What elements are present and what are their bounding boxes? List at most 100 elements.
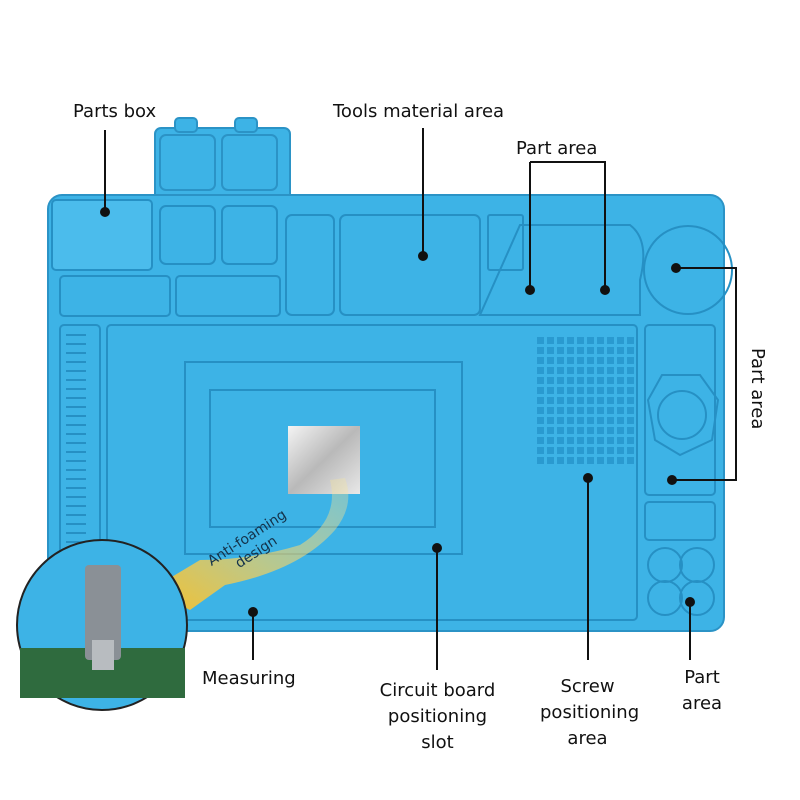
circuit-line2: positioning bbox=[387, 706, 488, 727]
screw-slot bbox=[607, 347, 614, 354]
screw-slot bbox=[627, 367, 634, 374]
screw-slot bbox=[557, 407, 564, 414]
screw-slot bbox=[587, 407, 594, 414]
screw-slot bbox=[577, 457, 584, 464]
screw-slot bbox=[547, 337, 554, 344]
screw-slot bbox=[577, 367, 584, 374]
screw-slot bbox=[627, 357, 634, 364]
screw-line3: area bbox=[567, 728, 608, 749]
screw-slot bbox=[547, 367, 554, 374]
screw-slot bbox=[577, 437, 584, 444]
screw-slot bbox=[567, 407, 574, 414]
screw-slot bbox=[627, 437, 634, 444]
screw-slot bbox=[607, 427, 614, 434]
screw-slot bbox=[587, 377, 594, 384]
screw-slot bbox=[627, 347, 634, 354]
label-part-area-top: Part area bbox=[516, 138, 598, 159]
screw-slot bbox=[537, 347, 544, 354]
screw-slot bbox=[537, 397, 544, 404]
screw-slot bbox=[557, 337, 564, 344]
screw-slot bbox=[617, 347, 624, 354]
metal-plate bbox=[288, 426, 360, 494]
screw-slot bbox=[597, 367, 604, 374]
screw-slot bbox=[577, 417, 584, 424]
screw-slot bbox=[537, 387, 544, 394]
screw-slot bbox=[597, 337, 604, 344]
screw-slot bbox=[627, 377, 634, 384]
screw-slot bbox=[567, 397, 574, 404]
screw-slot bbox=[597, 417, 604, 424]
screw-slot bbox=[567, 387, 574, 394]
screw-slot bbox=[587, 357, 594, 364]
screw-slot bbox=[587, 347, 594, 354]
screw-slot bbox=[537, 417, 544, 424]
circuit-line1: Circuit board bbox=[379, 680, 496, 701]
screw-slot bbox=[617, 377, 624, 384]
screw-slot bbox=[547, 417, 554, 424]
label-screw-area: Screw positioning area bbox=[540, 674, 640, 752]
screw-slot bbox=[627, 397, 634, 404]
screw-slot bbox=[567, 357, 574, 364]
screw-slot bbox=[597, 457, 604, 464]
screw-line1: Screw bbox=[560, 676, 615, 697]
label-part-area-right: Part area bbox=[747, 348, 768, 430]
screw-slot bbox=[597, 377, 604, 384]
screw-slot bbox=[617, 357, 624, 364]
screw-slot bbox=[577, 407, 584, 414]
screw-slot bbox=[607, 357, 614, 364]
screw-slot bbox=[587, 417, 594, 424]
screw-slot bbox=[537, 407, 544, 414]
screw-slot bbox=[557, 447, 564, 454]
screw-slot bbox=[557, 417, 564, 424]
screw-slot bbox=[547, 437, 554, 444]
screw-slot bbox=[617, 457, 624, 464]
screw-slot bbox=[627, 387, 634, 394]
screw-slot bbox=[607, 377, 614, 384]
screw-slot bbox=[607, 337, 614, 344]
screw-slot bbox=[567, 447, 574, 454]
screw-slot bbox=[577, 427, 584, 434]
screw-slot bbox=[607, 417, 614, 424]
magnifier-inset bbox=[16, 539, 188, 711]
screw-slot bbox=[617, 437, 624, 444]
screw-slot bbox=[537, 357, 544, 364]
screw-slot bbox=[547, 407, 554, 414]
screw-slot bbox=[567, 457, 574, 464]
screw-slot bbox=[607, 457, 614, 464]
screw-slot bbox=[557, 437, 564, 444]
screw-slot bbox=[597, 427, 604, 434]
screw-slot bbox=[567, 367, 574, 374]
screw-slot bbox=[587, 337, 594, 344]
screw-slot bbox=[617, 367, 624, 374]
screw-slot bbox=[587, 367, 594, 374]
screw-slot bbox=[537, 457, 544, 464]
screw-slot bbox=[557, 357, 564, 364]
screw-slot bbox=[537, 437, 544, 444]
screw-slot bbox=[547, 457, 554, 464]
screw-slot bbox=[567, 377, 574, 384]
screw-slot bbox=[627, 447, 634, 454]
screw-slot bbox=[617, 427, 624, 434]
screw-slot bbox=[547, 397, 554, 404]
circuit-line3: slot bbox=[421, 732, 454, 753]
screw-slot bbox=[557, 397, 564, 404]
screw-line2: positioning bbox=[540, 702, 640, 723]
screw-slot bbox=[577, 397, 584, 404]
screw-slot bbox=[597, 447, 604, 454]
screw-slot bbox=[587, 437, 594, 444]
screw-slot bbox=[547, 377, 554, 384]
screw-slot bbox=[567, 347, 574, 354]
screw-slot bbox=[557, 377, 564, 384]
screw-slot bbox=[567, 417, 574, 424]
label-part-area-bottom: Part area bbox=[672, 665, 732, 717]
screw-slot bbox=[617, 417, 624, 424]
screw-slot bbox=[587, 427, 594, 434]
screw-slot bbox=[607, 407, 614, 414]
screw-slot bbox=[537, 427, 544, 434]
screw-slot bbox=[607, 387, 614, 394]
screw-slot bbox=[597, 347, 604, 354]
screw-slot bbox=[577, 357, 584, 364]
anti-foaming-arrow bbox=[150, 478, 349, 610]
screw-slot bbox=[577, 447, 584, 454]
screw-slot bbox=[627, 337, 634, 344]
